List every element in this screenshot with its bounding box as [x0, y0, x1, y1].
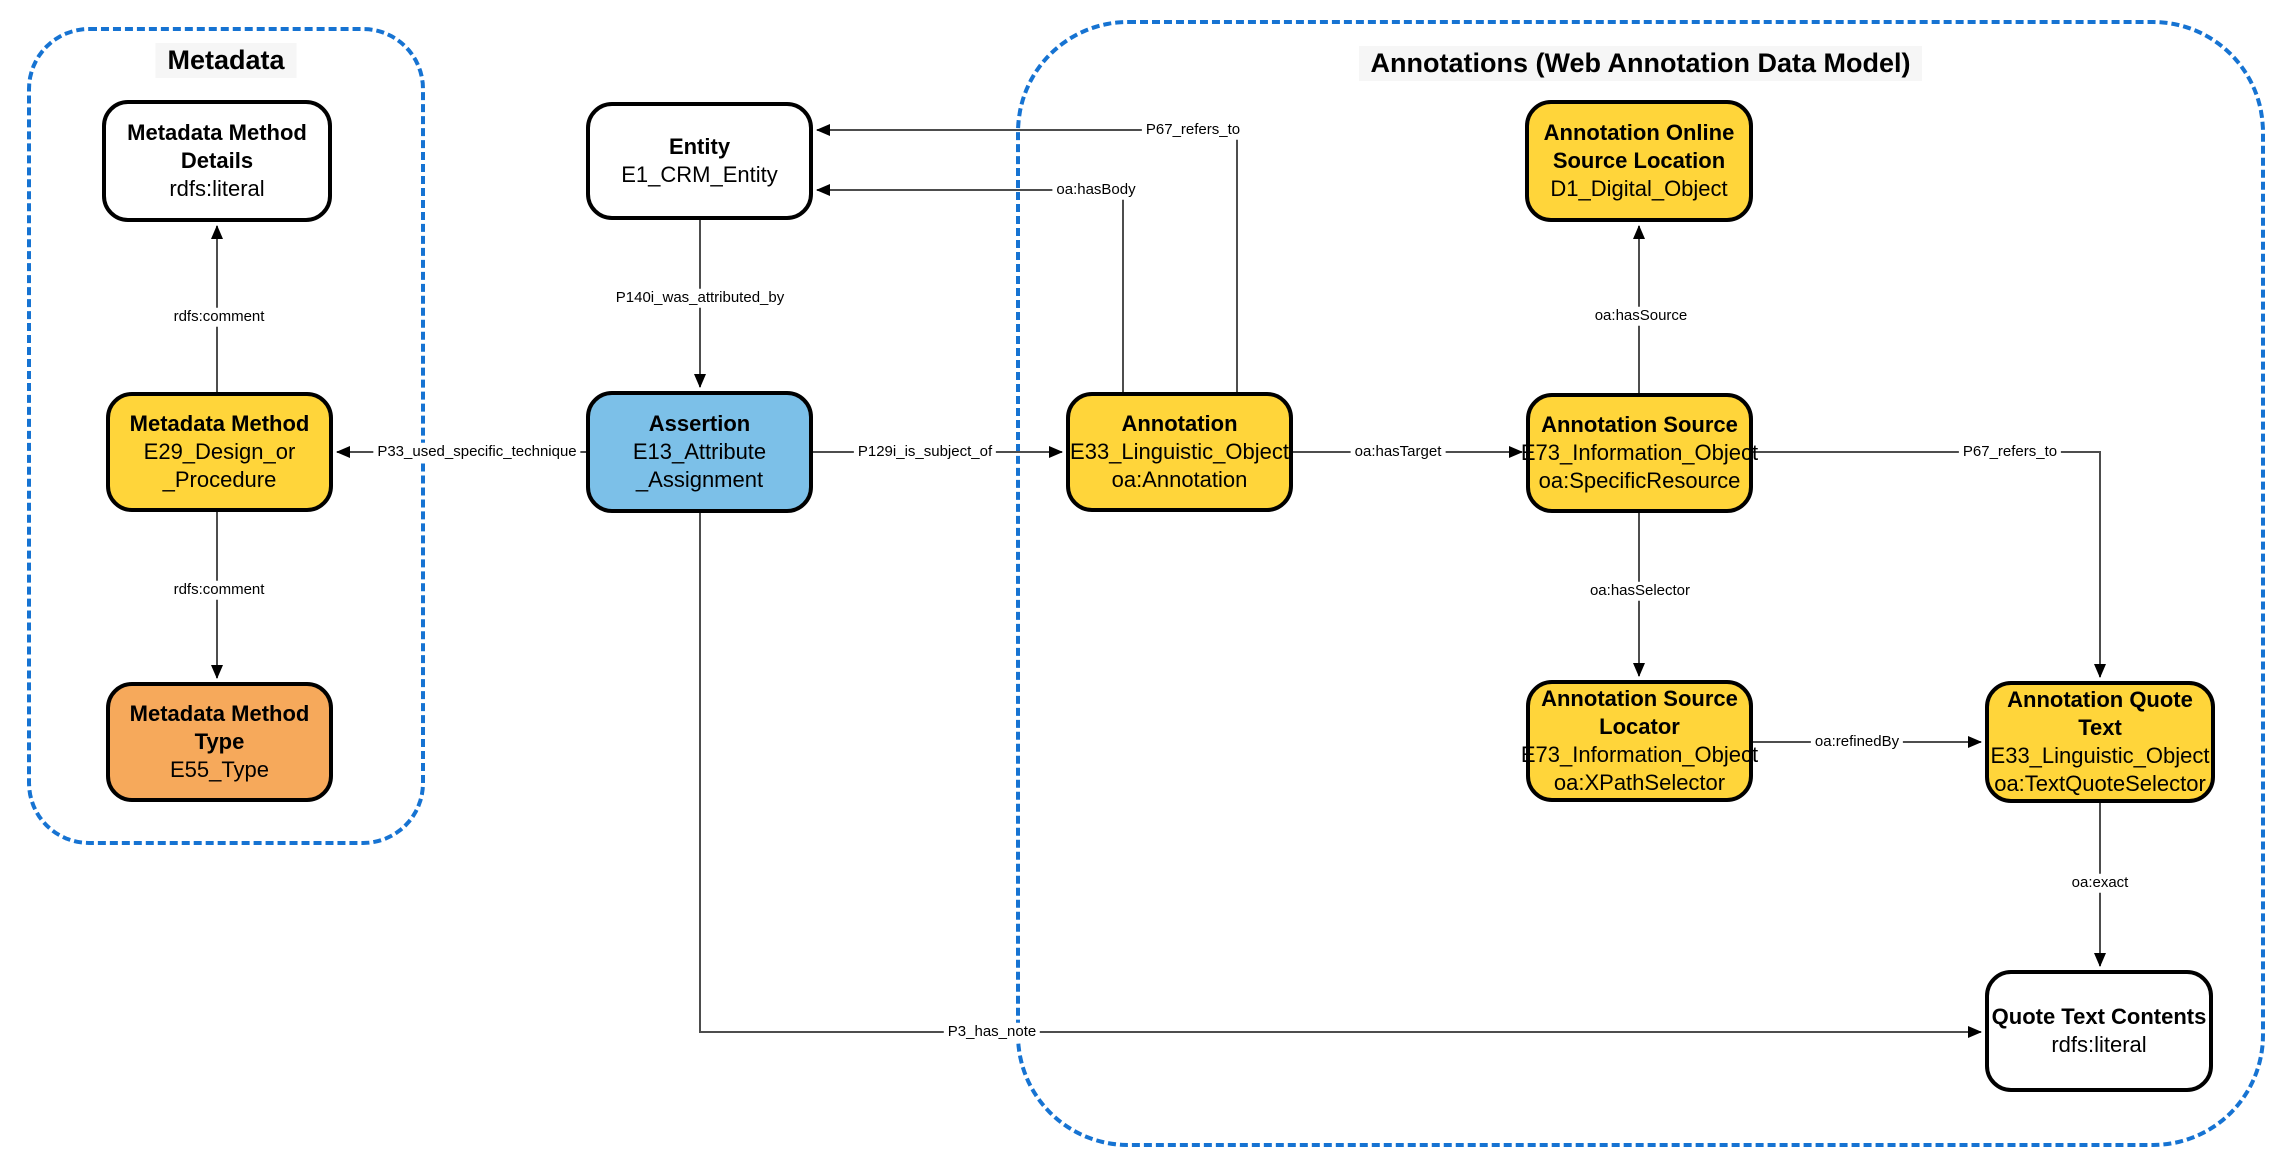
node-metadata-method: Metadata Method E29_Design_or _Procedure: [106, 392, 333, 512]
edge-oa-has-body: [816, 184, 1124, 392]
edge-label-oa-refined-by: oa:refinedBy: [1810, 732, 1904, 752]
node-subtitle: rdfs:literal: [2051, 1032, 2147, 1057]
node-annotation: Annotation E33_Linguistic_Object oa:Anno…: [1066, 392, 1293, 512]
node-subtitle: E33_Linguistic_Object oa:TextQuoteSelect…: [1990, 743, 2210, 796]
node-annotation-source: Annotation Source E73_Information_Object…: [1521, 393, 1758, 513]
node-subtitle: E1_CRM_Entity: [621, 162, 778, 187]
node-subtitle: D1_Digital_Object: [1550, 175, 1728, 201]
node-quote-text-contents: Quote Text Contents rdfs:literal: [1985, 970, 2213, 1092]
node-title: Annotation: [1121, 411, 1238, 437]
edge-p3-has-note: [699, 513, 1982, 1038]
node-title: Annotation Online Source Location: [1543, 120, 1735, 174]
edge-label-oa-has-target: oa:hasTarget: [1350, 442, 1446, 462]
node-title: Quote Text Contents: [1991, 1004, 2207, 1030]
node-title: Metadata Method Type: [129, 701, 310, 755]
node-subtitle: E55_Type: [169, 756, 270, 782]
node-subtitle: E29_Design_or _Procedure: [143, 439, 296, 492]
node-title: Entity: [668, 134, 731, 160]
node-title: Metadata Method: [129, 411, 310, 437]
node-title: Annotation Source: [1541, 412, 1738, 438]
node-annotation-online-source-location: Annotation Online Source Location D1_Dig…: [1525, 100, 1753, 222]
group-annotations: Annotations (Web Annotation Data Model): [1016, 20, 2265, 1147]
node-subtitle: E73_Information_Object oa:SpecificResour…: [1520, 440, 1759, 493]
edge-label-p67-refers-to-quote: P67_refers_to: [1958, 442, 2062, 462]
node-subtitle: E13_Attribute _Assignment: [632, 439, 767, 492]
node-title: Metadata Method Details: [127, 120, 307, 174]
group-annotations-title: Annotations (Web Annotation Data Model): [1358, 46, 1923, 81]
node-title: Annotation Source Locator: [1541, 686, 1738, 740]
group-metadata-title: Metadata: [155, 43, 297, 78]
node-title: Assertion: [648, 411, 751, 437]
edge-label-rdfs-comment-up: rdfs:comment: [169, 307, 269, 327]
node-subtitle: E33_Linguistic_Object oa:Annotation: [1070, 439, 1289, 492]
edge-label-p129i-is-subject-of: P129i_is_subject_of: [853, 442, 997, 462]
edge-label-p140i-was-attributed-by: P140i_was_attributed_by: [611, 288, 789, 308]
edge-label-oa-has-body: oa:hasBody: [1052, 180, 1140, 200]
edge-p67-refers-to-quote: [1753, 451, 2106, 678]
node-annotation-source-locator: Annotation Source Locator E73_Informatio…: [1521, 680, 1758, 802]
edge-label-p3-has-note: P3_has_note: [943, 1022, 1041, 1042]
group-metadata: Metadata: [27, 27, 425, 845]
node-metadata-method-details: Metadata Method Details rdfs:literal: [102, 100, 332, 222]
node-metadata-method-type: Metadata Method Type E55_Type: [106, 682, 333, 802]
node-subtitle: rdfs:literal: [169, 175, 265, 201]
node-subtitle: E73_Information_Object oa:XPathSelector: [1520, 742, 1759, 795]
node-entity: Entity E1_CRM_Entity: [586, 102, 813, 220]
edge-label-oa-exact: oa:exact: [2067, 873, 2133, 893]
node-assertion: Assertion E13_Attribute _Assignment: [586, 391, 813, 513]
edge-label-p33-used-specific-technique: P33_used_specific_technique: [373, 442, 581, 462]
edge-p67-refers-to-entity: [816, 124, 1238, 392]
edge-label-rdfs-comment-down: rdfs:comment: [169, 580, 269, 600]
edge-label-oa-has-selector: oa:hasSelector: [1585, 581, 1695, 601]
edge-label-oa-has-source: oa:hasSource: [1590, 306, 1692, 326]
node-annotation-quote-text: Annotation Quote Text E33_Linguistic_Obj…: [1985, 681, 2215, 803]
edge-label-p67-refers-to-entity: P67_refers_to: [1141, 120, 1245, 140]
node-title: Annotation Quote Text: [2007, 687, 2193, 741]
